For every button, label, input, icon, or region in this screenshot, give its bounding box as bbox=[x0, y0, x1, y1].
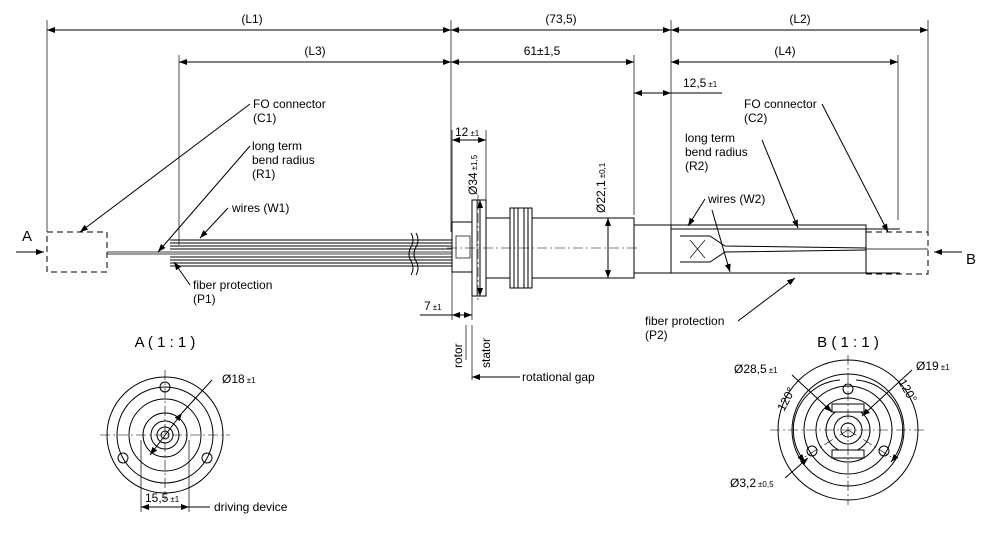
rear-section bbox=[633, 224, 672, 274]
dim-73-5: (73,5) bbox=[545, 12, 576, 26]
angle-120-right: 120° bbox=[895, 377, 920, 406]
fo-connector-c2-id: (C2) bbox=[744, 111, 767, 125]
wires-w2-label: wires (W2) bbox=[707, 192, 765, 206]
wires-w1 bbox=[170, 239, 452, 267]
detail-view-b: B ( 1 : 1 ) 120° 120° Ø28,5±1 Ø19±1 Ø3,2… bbox=[730, 334, 950, 505]
bend-radius-r1-id: (R1) bbox=[252, 167, 275, 181]
detail-b-title: B ( 1 : 1 ) bbox=[817, 334, 879, 351]
rotor-label: rotor bbox=[451, 343, 465, 368]
rotor-flange bbox=[451, 221, 473, 273]
connector-c2-box bbox=[865, 231, 929, 275]
dim-15-5: 15,5±1 bbox=[145, 491, 180, 505]
stator-label: stator bbox=[479, 338, 493, 368]
fo-connector-c1-label: FO connector bbox=[253, 97, 326, 111]
view-a-label: A bbox=[22, 228, 32, 245]
dim-12-5: 12,5±1 bbox=[683, 76, 718, 90]
dim-d34: Ø34±1,5 bbox=[466, 154, 480, 195]
fiber-protection-p2-id: (P2) bbox=[645, 328, 668, 342]
dim-d19: Ø19±1 bbox=[916, 359, 950, 373]
dim-7: 7±1 bbox=[424, 299, 442, 313]
bend-radius-r1-label2: bend radius bbox=[252, 153, 315, 167]
dim-l2: (L2) bbox=[789, 12, 810, 26]
angle-120-left: 120° bbox=[774, 385, 798, 414]
dim-l4: (L4) bbox=[774, 44, 795, 58]
fiber-protection-p2-label: fiber protection bbox=[645, 314, 724, 328]
bend-radius-r2-label1: long term bbox=[685, 131, 735, 145]
top-dimensions: (L1) (73,5) (L2) (L3) 61±1,5 (L4) 12,5±1 bbox=[46, 12, 929, 245]
right-annotations: FO connector (C2) long term bend radius … bbox=[645, 97, 976, 342]
dim-12: 12±1 bbox=[455, 125, 480, 139]
driving-device-label: driving device bbox=[214, 500, 288, 514]
dim-61: 61±1,5 bbox=[524, 44, 561, 58]
fiber-protection-tube bbox=[670, 224, 867, 274]
detail-view-a: A ( 1 : 1 ) Ø18±1 15,5±1 driving device bbox=[100, 334, 288, 514]
dim-l3: (L3) bbox=[304, 44, 325, 58]
fiber-protection-p1-label: fiber protection bbox=[193, 278, 272, 292]
wires-w1-label: wires (W1) bbox=[231, 201, 289, 215]
fo-connector-c1-id: (C1) bbox=[253, 111, 276, 125]
view-b-label: B bbox=[966, 251, 976, 268]
dim-l1: (L1) bbox=[241, 12, 262, 26]
main-assembly bbox=[46, 195, 929, 300]
fo-connector-c2-label: FO connector bbox=[744, 97, 817, 111]
dim-d3-2: Ø3,2±0,5 bbox=[730, 476, 774, 490]
bend-radius-r2-label2: bend radius bbox=[685, 145, 748, 159]
dim-d22-1: Ø22,1±0,1 bbox=[594, 162, 608, 213]
fiber-protection-p1-id: (P1) bbox=[193, 292, 216, 306]
rotational-gap-label: rotational gap bbox=[522, 370, 595, 384]
bend-radius-r2-id: (R2) bbox=[685, 159, 708, 173]
dim-d18: Ø18±1 bbox=[222, 372, 256, 386]
dim-d28-5: Ø28,5±1 bbox=[734, 362, 778, 376]
body-dimensions: 12±1 Ø34±1,5 Ø22,1±0,1 7±1 rotor stator … bbox=[420, 125, 611, 384]
left-annotations: FO connector (C1) long term bend radius … bbox=[16, 97, 326, 306]
bend-radius-r1-label1: long term bbox=[252, 139, 302, 153]
connector-c1-box bbox=[46, 231, 108, 273]
detail-a-title: A ( 1 : 1 ) bbox=[135, 334, 196, 351]
